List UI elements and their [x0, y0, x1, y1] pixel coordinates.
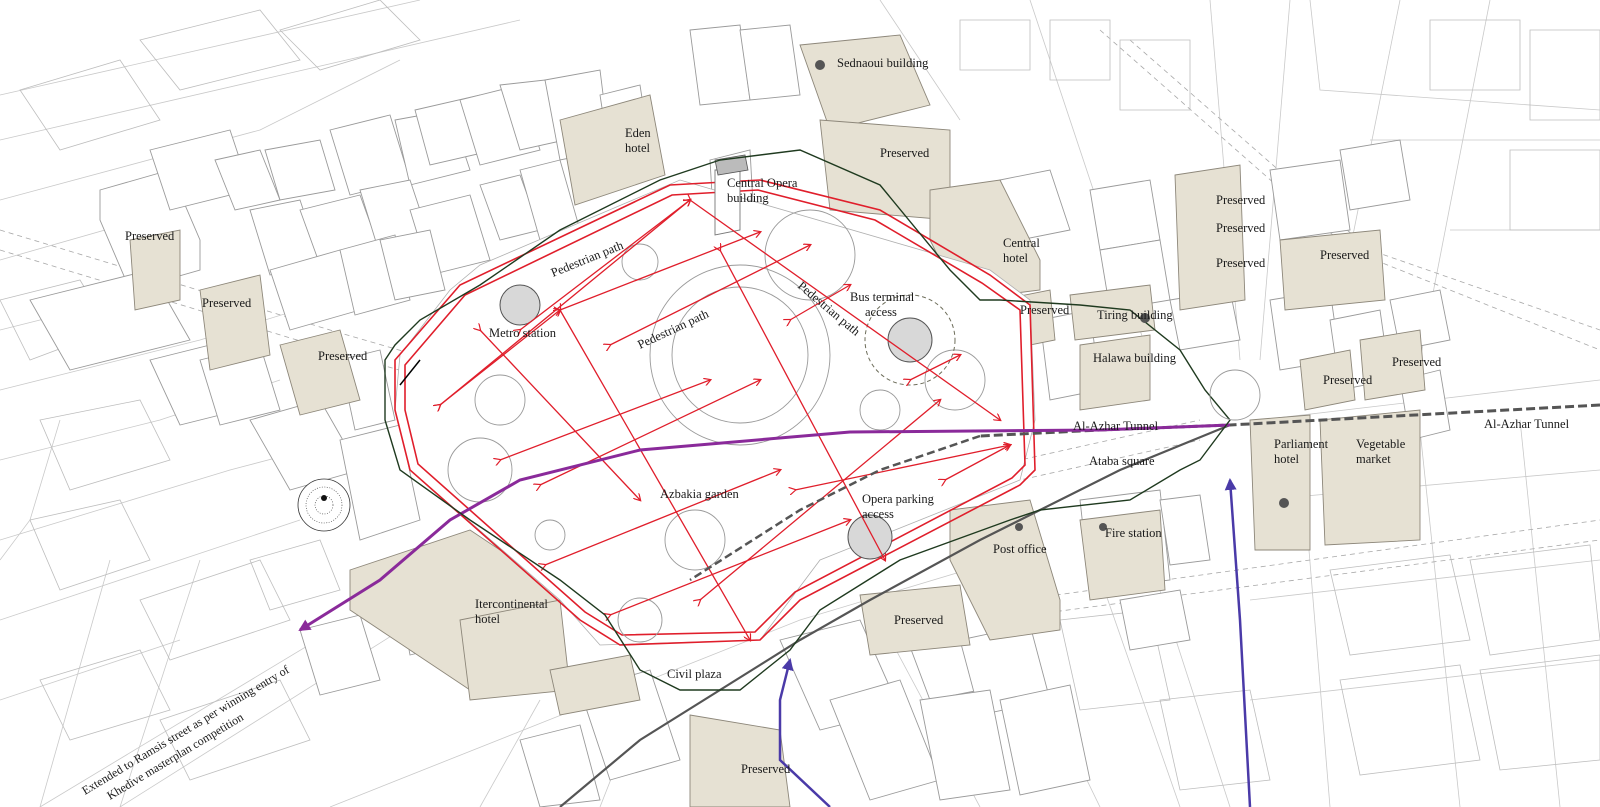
label-al-azhar-tunnel: Al-Azhar Tunnel — [1484, 417, 1570, 431]
label-preserved: Preserved — [1392, 355, 1442, 369]
label-al-azhar-tunnel: Al-Azhar Tunnel — [1073, 419, 1159, 433]
label-preserved: Preserved — [1216, 256, 1266, 270]
access-arrows[interactable] — [440, 200, 1010, 640]
label-preserved: Preserved — [894, 613, 944, 627]
label-bus-terminal-1: Bus terminal — [850, 290, 915, 304]
label-preserved: Preserved — [741, 762, 791, 776]
label-preserved: Preserved — [880, 146, 930, 160]
label-extended: Extended to Ramsis street as per winning… — [79, 662, 291, 797]
label-opera-parking-2: access — [862, 507, 894, 521]
label-preserved: Preserved — [1320, 248, 1370, 262]
label-preserved: Preserved — [202, 296, 252, 310]
label-sednaoui: Sednaoui building — [837, 56, 929, 70]
label-post-office: Post office — [993, 542, 1047, 556]
label-bus-terminal-2: access — [865, 305, 897, 319]
label-eden-line1: Eden — [625, 126, 651, 140]
label-parliament-2: hotel — [1274, 452, 1300, 466]
label-preserved: Preserved — [1216, 221, 1266, 235]
label-central-opera-1: Central Opera — [727, 176, 798, 190]
label-preserved: Preserved — [318, 349, 368, 363]
label-central-hotel-1: Central — [1003, 236, 1040, 250]
label-preserved: Preserved — [125, 229, 175, 243]
label-central-hotel-2: hotel — [1003, 251, 1029, 265]
label-tiring: Tiring building — [1097, 308, 1173, 322]
label-opera-parking-1: Opera parking — [862, 492, 935, 506]
label-metro-station: Metro station — [489, 326, 557, 340]
label-intercontinental-2: hotel — [475, 612, 501, 626]
preserved-buildings — [129, 34, 1426, 807]
label-intercontinental-1: Itercontinental — [475, 597, 548, 611]
label-civil-plaza: Civil plaza — [667, 667, 722, 681]
label-azbakia-garden: Azbakia garden — [660, 487, 740, 501]
label-khedive: Khedive masterplan competition — [104, 710, 245, 803]
label-ataba-square: Ataba square — [1089, 454, 1155, 468]
label-central-opera-2: building — [727, 191, 769, 205]
label-preserved: Preserved — [1323, 373, 1373, 387]
dome-markers — [297, 60, 1289, 532]
label-vegetable-2: market — [1356, 452, 1391, 466]
routes — [298, 149, 1600, 807]
label-fire-station: Fire station — [1105, 526, 1162, 540]
label-eden-line2: hotel — [625, 141, 651, 155]
label-halawa: Halawa building — [1093, 351, 1177, 365]
label-parliament-1: Parliament — [1274, 437, 1329, 451]
label-preserved: Preserved — [1020, 303, 1070, 317]
label-preserved: Preserved — [1216, 193, 1266, 207]
label-vegetable-1: Vegetable — [1356, 437, 1406, 451]
